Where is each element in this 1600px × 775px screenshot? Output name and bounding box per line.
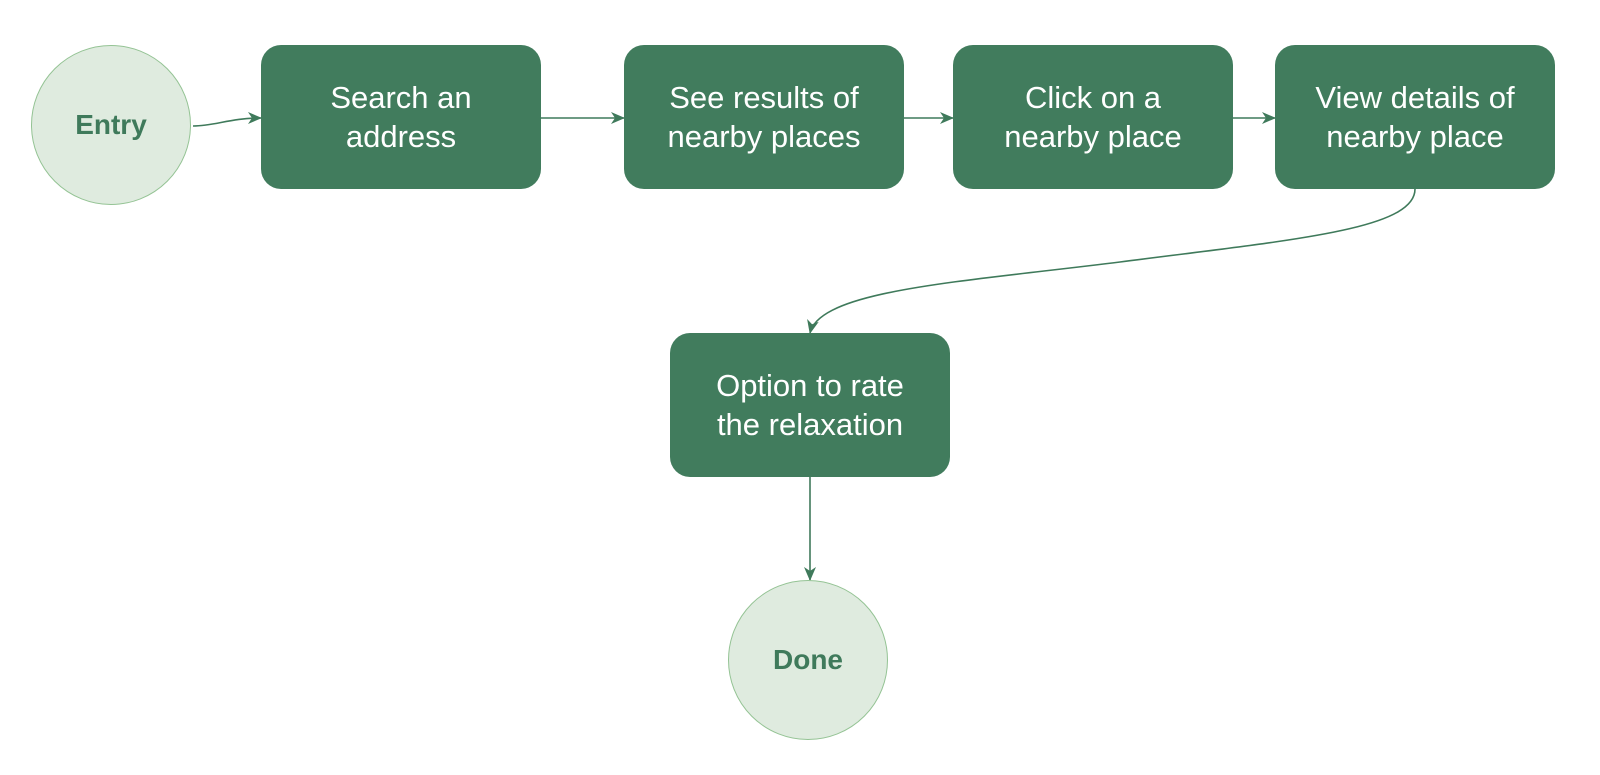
connector-entry-to-search [192,112,262,127]
step-click-place-label: Click on a nearby place [1004,80,1182,154]
step-search-address-label: Search an address [330,80,472,154]
step-click-place: Click on a nearby place [953,45,1233,189]
connector-details-to-rate [807,188,1416,334]
entry-label: Entry [75,109,147,140]
step-see-results-label: See results of nearby places [667,80,861,154]
entry-node: Entry [31,45,191,205]
step-search-address: Search an address [261,45,541,189]
step-view-details-label: View details of nearby place [1315,80,1515,154]
step-view-details: View details of nearby place [1275,45,1555,189]
done-node: Done [728,580,888,740]
step-rate-relaxation: Option to rate the relaxation [670,333,950,477]
done-label: Done [773,644,843,675]
step-rate-relaxation-label: Option to rate the relaxation [716,368,904,442]
step-see-results: See results of nearby places [624,45,904,189]
